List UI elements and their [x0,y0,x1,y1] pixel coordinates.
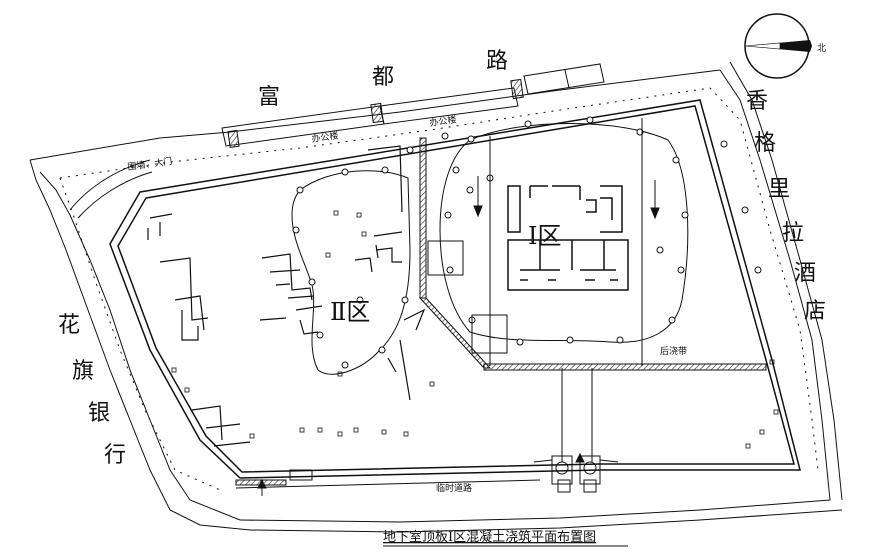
drawing-title: 地下室顶板Ⅰ区混凝土浇筑平面布置图 [383,529,596,545]
road-label-top: 富 都 路 [258,49,508,110]
road-right-char-5: 酒 [794,261,816,286]
road-top-char-1: 富 [258,85,280,110]
road-right-char-3: 里 [768,177,790,202]
road-right-char-6: 店 [804,299,826,324]
zone1-label: Ⅰ区 [528,222,561,250]
office2-label: 办公楼 [429,113,457,129]
zone1-curve [439,123,689,343]
road-bottom-label: 临时道路 [436,482,472,494]
zone2-label: Ⅱ区 [330,298,370,326]
gate-label: 围墙、大门 [127,155,173,173]
street-boundaries [29,61,843,533]
road-left-char-2: 旗 [72,359,94,384]
road-right-char-2: 格 [754,131,776,156]
zone1-core [507,185,629,291]
road-left-char-4: 行 [104,443,126,468]
compass-icon: 北 [744,13,826,79]
road-top-char-3: 路 [486,49,508,74]
road-label-left: 花 旗 银 行 [58,313,126,468]
road-right-char-4: 拉 [782,221,804,246]
post-pour-label: 后浇带 [660,345,687,357]
road-left-char-1: 花 [58,313,80,338]
pour-points [292,116,762,369]
road-right-char-1: 香 [746,89,768,114]
office-buildings [221,63,605,149]
site-fence [59,87,819,491]
road-left-char-3: 银 [88,401,110,426]
road-top-char-2: 都 [372,65,394,90]
road-label-right: 香 格 里 拉 酒 店 [746,89,826,324]
zone1-gridlines [489,118,643,462]
bottom-entrance [235,455,619,493]
zone2-curve [291,170,411,375]
columns [171,210,779,449]
office1-label: 办公楼 [311,129,339,145]
basement-outline [109,99,801,479]
entrance-arc [69,159,153,219]
compass-label: 北 [817,43,826,54]
pump-boxes [427,240,508,354]
zone2-walls [147,145,426,447]
